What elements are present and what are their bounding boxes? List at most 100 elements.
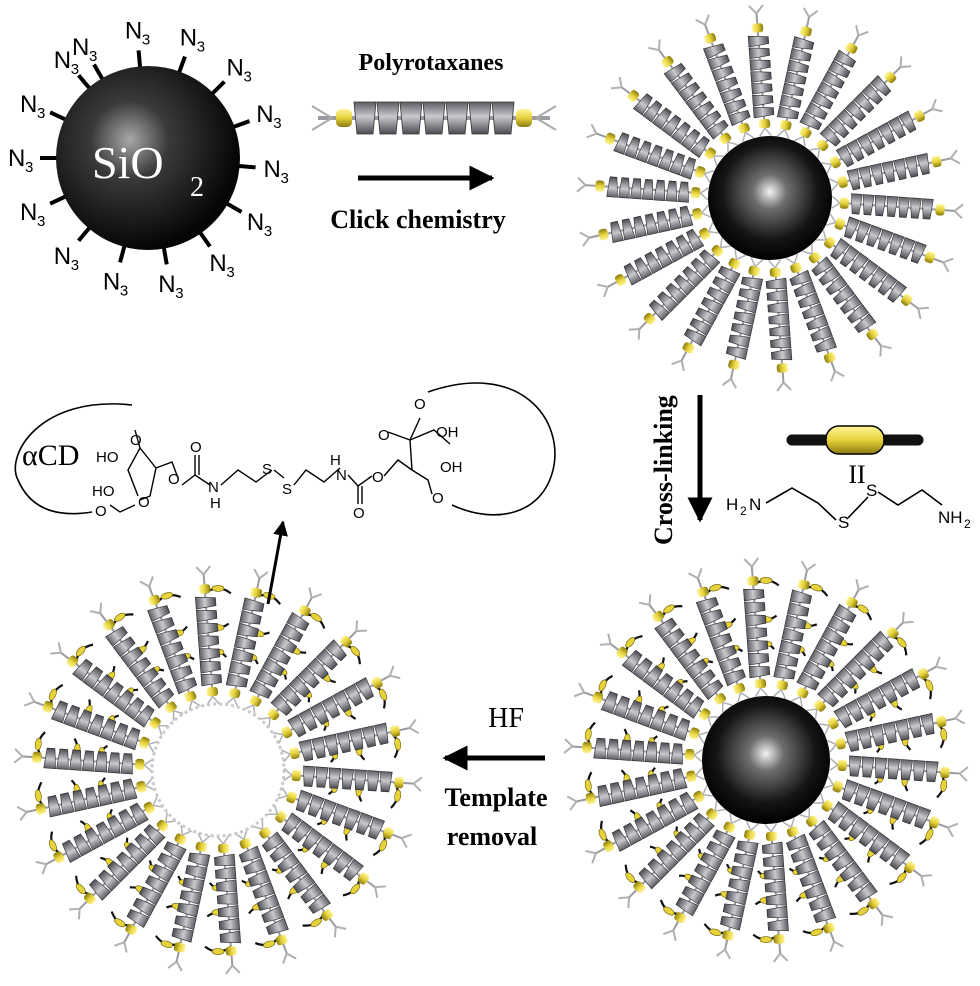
- acd-crosslink-structure: αCD O HO HO O O O O N H S S H: [14, 382, 556, 522]
- hollow-core: [150, 702, 286, 838]
- hf-label: HF: [488, 703, 524, 734]
- svg-text:3: 3: [142, 31, 150, 48]
- svg-text:S: S: [866, 481, 877, 500]
- svg-text:2: 2: [964, 517, 971, 531]
- svg-text:OH: OH: [440, 459, 463, 476]
- svg-text:S: S: [838, 513, 849, 532]
- svg-text:N: N: [125, 17, 142, 44]
- svg-text:3: 3: [25, 159, 33, 176]
- click-chemistry-label: Click chemistry: [330, 205, 505, 234]
- svg-text:HO: HO: [96, 449, 119, 466]
- svg-text:O: O: [372, 469, 384, 486]
- svg-text:3: 3: [264, 223, 272, 240]
- svg-text:HO: HO: [92, 483, 115, 500]
- svg-text:NH: NH: [938, 508, 963, 527]
- svg-text:3: 3: [37, 213, 45, 230]
- svg-text:3: 3: [226, 264, 234, 281]
- svg-text:N: N: [180, 25, 197, 52]
- acd-label: αCD: [22, 439, 79, 472]
- rotaxane-arms: [13, 565, 423, 975]
- rotaxane-arms: [563, 557, 969, 963]
- svg-text:OH: OH: [436, 424, 459, 441]
- svg-text:H: H: [210, 495, 221, 512]
- svg-text:3: 3: [281, 170, 289, 187]
- svg-text:3: 3: [175, 285, 183, 302]
- svg-text:O: O: [414, 396, 426, 413]
- svg-text:O: O: [190, 439, 202, 456]
- sio2-sphere: [56, 66, 240, 250]
- svg-text:N: N: [227, 54, 244, 81]
- removal-label: removal: [447, 822, 538, 851]
- svg-text:N: N: [72, 34, 89, 61]
- svg-text:N: N: [158, 271, 175, 298]
- svg-text:O: O: [130, 432, 142, 449]
- sio2-subscript: 2: [190, 172, 204, 203]
- svg-text:2: 2: [740, 504, 747, 518]
- svg-text:N: N: [256, 101, 273, 128]
- silica-core: [708, 136, 832, 260]
- svg-text:N: N: [103, 269, 120, 296]
- svg-text:H: H: [726, 495, 738, 514]
- svg-text:N: N: [20, 199, 37, 226]
- svg-text:3: 3: [37, 105, 45, 122]
- equals-sign: II: [848, 460, 865, 489]
- template-label: Template: [444, 783, 547, 812]
- structure-arrow: [266, 520, 288, 605]
- svg-text:N: N: [264, 156, 281, 183]
- svg-text:S: S: [262, 461, 272, 478]
- cross-linking-label: Cross-linking: [649, 395, 678, 545]
- svg-text:O: O: [95, 503, 107, 520]
- svg-text:N: N: [247, 209, 264, 236]
- polyrotaxanes-label: Polyrotaxanes: [359, 50, 504, 76]
- svg-text:3: 3: [120, 283, 128, 300]
- silica-core: [702, 696, 830, 824]
- svg-text:N: N: [54, 243, 71, 270]
- sio2-label: SiO: [92, 137, 164, 188]
- svg-text:N: N: [336, 467, 347, 484]
- polyrotaxane-icon: [311, 101, 557, 135]
- svg-text:N: N: [209, 250, 226, 277]
- svg-text:3: 3: [244, 68, 252, 85]
- svg-text:O: O: [432, 490, 444, 507]
- cd-ring-left: [14, 403, 133, 515]
- hollow-capsule: [13, 565, 423, 975]
- azide-spikes: [40, 50, 256, 265]
- svg-text:3: 3: [71, 257, 79, 274]
- svg-text:O: O: [378, 427, 390, 444]
- svg-text:O: O: [353, 505, 365, 522]
- rotaxane-arms: [576, 4, 964, 392]
- svg-text:3: 3: [71, 61, 79, 78]
- svg-text:3: 3: [89, 48, 97, 65]
- linker-icon: [786, 425, 924, 455]
- cd-ring-right: [427, 382, 556, 516]
- svg-text:N: N: [8, 145, 25, 172]
- svg-text:O: O: [138, 494, 150, 511]
- svg-text:H: H: [330, 452, 341, 469]
- svg-text:O: O: [168, 471, 180, 488]
- svg-text:N: N: [749, 495, 761, 514]
- crosslinked-particle: [563, 557, 969, 963]
- svg-text:N: N: [54, 47, 71, 74]
- svg-text:N: N: [208, 479, 219, 496]
- svg-text:3: 3: [273, 115, 281, 132]
- svg-text:3: 3: [197, 39, 205, 56]
- cystamine-structure: H 2 N S S NH 2: [726, 481, 971, 532]
